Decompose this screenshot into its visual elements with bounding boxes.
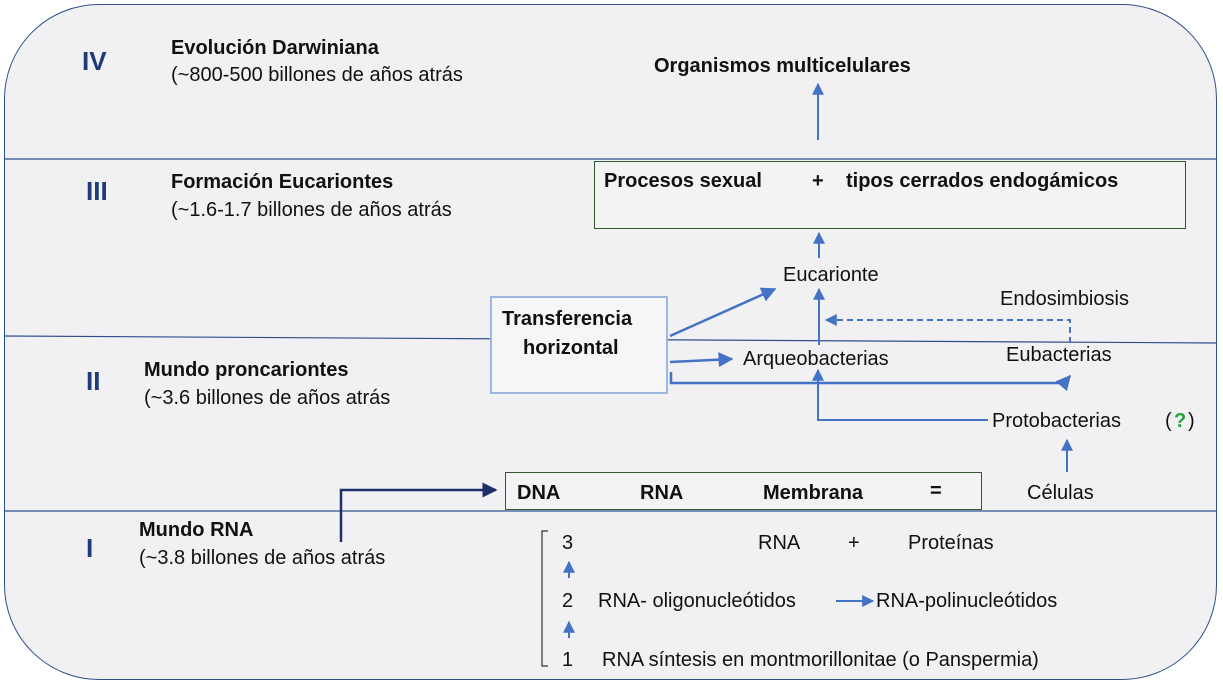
arrow [812,368,988,421]
step-text: RNA [758,532,801,554]
era-subtitle: (~1.6-1.7 billones de años atrás [171,199,452,221]
node-transferencia-line1: Transferencia [502,308,633,330]
question-open: ( [1165,410,1172,432]
arrow [669,372,1071,392]
arrow [669,352,734,368]
era-roman-numeral: II [86,366,101,396]
step-text: RNA síntesis en montmorillonitae (o Pans… [602,649,1039,671]
step-plus: + [848,532,860,554]
question-mark-icon: ? [1174,410,1187,432]
step-number: 3 [562,532,574,554]
node-eubacterias: Eubacterias [1006,344,1112,366]
endosymbiosis-arrow [824,314,1071,343]
step-text: RNA- oligonucleótidos [598,590,796,612]
era-subtitle: (~3.8 billones de años atrás [139,547,386,569]
node-organismos: Organismos multicelulares [654,55,911,77]
arrow [669,287,777,338]
node-equals: = [930,480,942,502]
rna-world-arrow [339,482,498,542]
procesos-box [594,161,1186,229]
node-arqueobacterias: Arqueobacterias [743,348,889,370]
node-rna: RNA [640,482,684,504]
era-title: Mundo RNA [139,519,254,541]
step-text: Proteínas [908,532,994,554]
node-procesos: Procesos sexual [604,170,762,192]
dna-rna-membrana-box [505,472,982,510]
node-protobacterias: Protobacterias [992,410,1121,432]
transferencia-box [490,296,668,394]
era-title: Mundo proncariontes [144,359,349,381]
era-subtitle: (~3.6 billones de años atrás [144,387,391,409]
step-number: 1 [562,649,574,671]
step-text: RNA-polinucleótidos [876,590,1058,612]
node-celulas: Células [1027,482,1094,504]
node-membrana: Membrana [763,482,864,504]
era-title: Evolución Darwiniana [171,37,379,59]
node-plus: + [812,170,824,192]
era-title: Formación Eucariontes [171,171,394,193]
node-tipos: tipos cerrados endogámicos [846,170,1119,192]
step-number: 2 [562,590,574,612]
era-subtitle: (~800-500 billones de años atrás [171,64,463,86]
era-roman-numeral: III [86,176,108,206]
steps-bracket [541,530,548,667]
node-transferencia-line2: horizontal [523,337,619,359]
node-endosimbiosis: Endosimbiosis [1000,288,1129,310]
era-roman-numeral: I [86,533,94,563]
node-dna: DNA [517,482,561,504]
question-close: ) [1188,410,1195,432]
era-roman-numeral: IV [82,46,107,76]
node-eucarionte: Eucarionte [783,264,879,286]
